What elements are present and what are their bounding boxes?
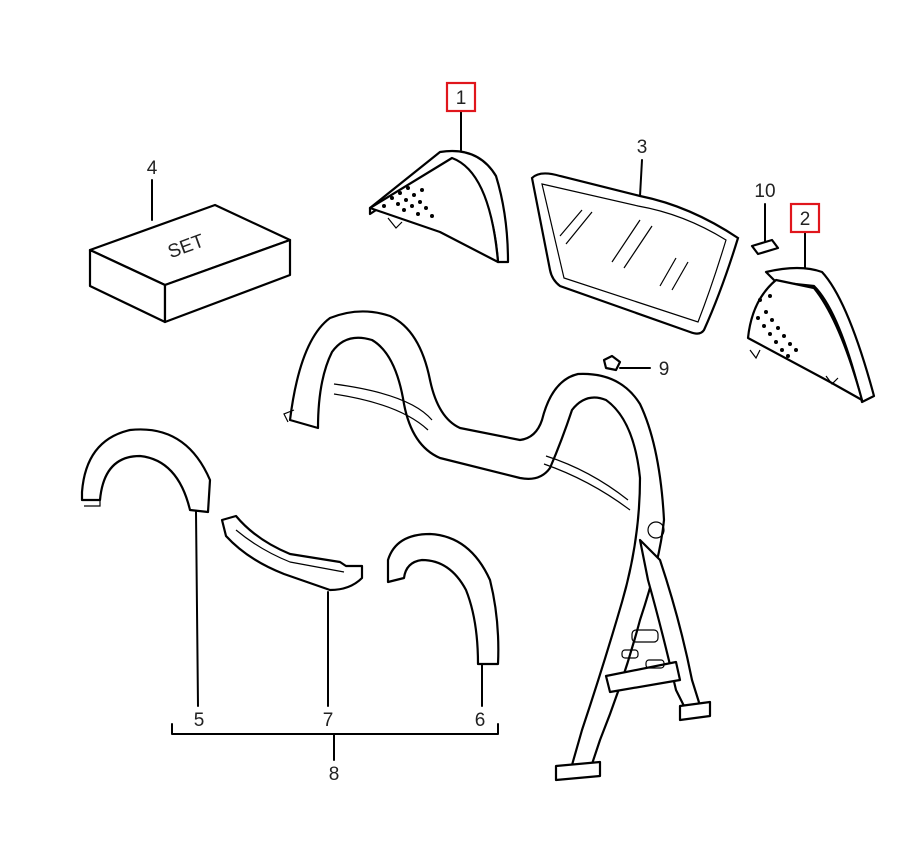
part-1-quarter-panel-left xyxy=(368,150,510,264)
part-3-glass-deflector xyxy=(530,172,740,335)
callout-6-label: 6 xyxy=(475,710,486,731)
part-6-trim-arc xyxy=(386,532,500,666)
highlight-box-1 xyxy=(445,81,477,113)
leader-lines xyxy=(151,111,806,761)
callout-7-label: 7 xyxy=(323,710,334,731)
highlight-box-2 xyxy=(789,202,821,234)
callout-2: 2 xyxy=(789,202,821,234)
callout-5-label: 5 xyxy=(194,710,205,731)
part-2-quarter-panel-right xyxy=(746,266,876,404)
callout-1-label: 1 xyxy=(456,88,467,109)
callout-3-label: 3 xyxy=(637,137,648,158)
callout-9-label: 9 xyxy=(659,359,670,380)
callout-10-label: 10 xyxy=(754,181,775,202)
callout-8-label: 8 xyxy=(329,764,340,785)
roll-bar-frame xyxy=(283,310,712,782)
callout-4-label: 4 xyxy=(147,158,158,179)
callout-1: 1 xyxy=(445,81,477,113)
mesh-dots-1 xyxy=(382,186,434,218)
part-7-trim-piece xyxy=(220,514,364,592)
part-5-trim-arc xyxy=(80,428,212,514)
part-4-set-box: SET xyxy=(88,203,292,324)
callout-2-label: 2 xyxy=(800,209,811,230)
part-9-fastener xyxy=(602,354,622,372)
mesh-dots-2 xyxy=(756,294,798,358)
